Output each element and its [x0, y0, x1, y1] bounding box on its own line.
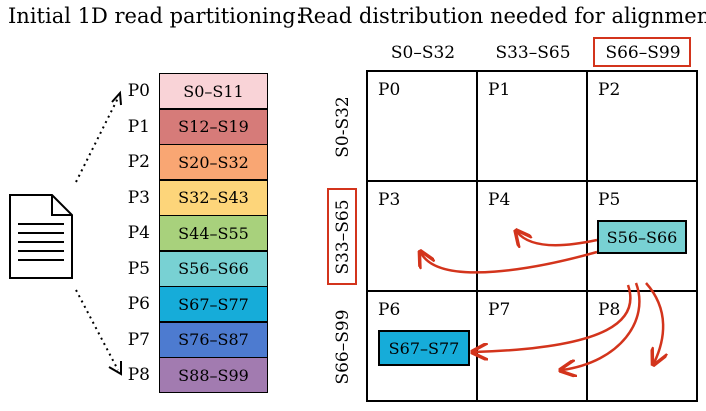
right-title: Read distribution needed for alignment:	[298, 4, 706, 28]
cell-p8: P8	[598, 300, 621, 320]
partition-range: S56–S66	[159, 250, 268, 287]
proc-label: P8	[127, 365, 150, 385]
partition-range: S12–S19	[159, 108, 268, 145]
row-highlight-box	[327, 188, 357, 285]
chunk-p5: S56–S66	[597, 220, 687, 254]
proc-label: P6	[127, 294, 150, 314]
proc-label: P4	[127, 223, 150, 243]
partition-range: S88–S99	[159, 357, 268, 393]
proc-label: P5	[127, 258, 150, 279]
row-header-1: S0-S32	[333, 96, 353, 158]
col-header-2: S33–S65	[495, 43, 571, 63]
row-header-3: S66–S99	[333, 309, 353, 385]
alignment-grid	[366, 70, 698, 402]
cell-p4: P4	[488, 190, 511, 210]
partition-range: S32–S43	[159, 179, 268, 216]
partition-range: S67–S77	[159, 286, 268, 322]
partition-range: S0–S11	[159, 73, 268, 109]
proc-label: P7	[127, 329, 150, 350]
document-icon	[9, 194, 73, 279]
col-header-3: S66–S99	[605, 43, 681, 63]
cell-p1: P1	[488, 80, 511, 100]
cell-p2: P2	[598, 80, 621, 100]
proc-label: P0	[127, 81, 150, 101]
col-header-1: S0–S32	[390, 43, 456, 63]
chunk-p6: S67–S77	[378, 330, 470, 366]
cell-p7: P7	[488, 300, 511, 320]
cell-p3: P3	[378, 190, 401, 210]
partition-range: S20–S32	[159, 144, 268, 180]
partition-range: S76–S87	[159, 321, 268, 358]
proc-label: P3	[127, 187, 150, 208]
cell-p5: P5	[598, 190, 621, 210]
proc-label: P1	[127, 116, 150, 137]
distribution-arrows	[75, 90, 122, 376]
cell-p6: P6	[378, 300, 401, 320]
cell-p0: P0	[378, 80, 401, 100]
partition-range: S44–S55	[159, 215, 268, 251]
col-highlight-box	[593, 37, 691, 67]
proc-label: P2	[127, 152, 150, 172]
transfer-arrows	[421, 232, 663, 370]
left-title: Initial 1D read partitioning:	[8, 4, 303, 28]
